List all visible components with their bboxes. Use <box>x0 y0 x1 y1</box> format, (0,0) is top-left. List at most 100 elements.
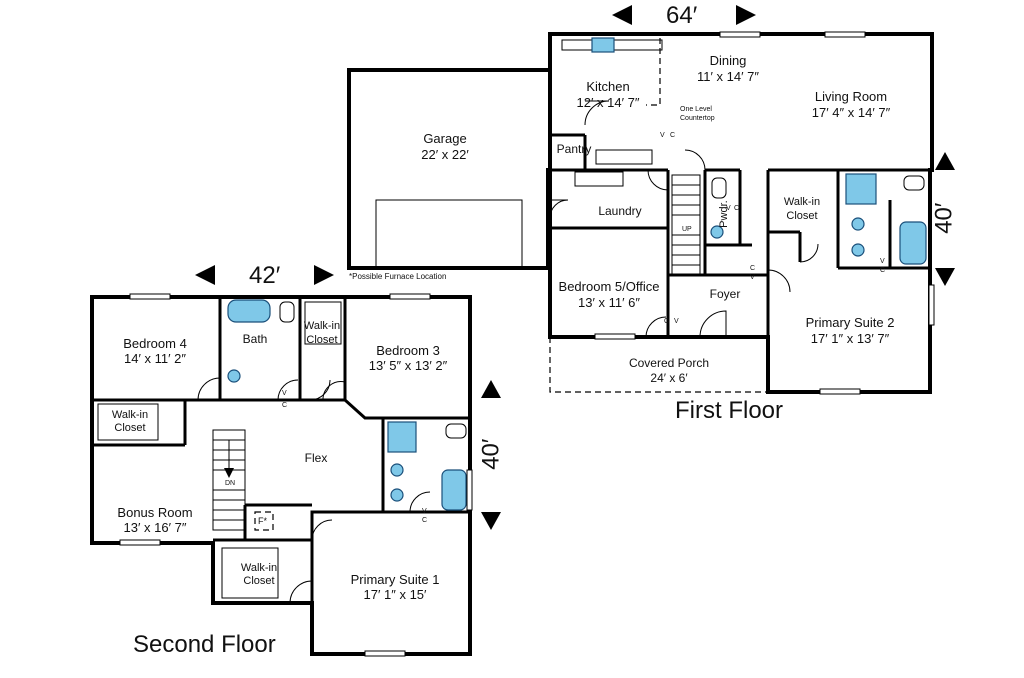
arrow-up-icon <box>481 380 501 398</box>
room-size: 14′ x 11′ 2″ <box>124 351 186 366</box>
covered-porch-outline <box>549 336 769 393</box>
room-name: Foyer <box>709 287 741 301</box>
bathtub-icon <box>899 221 927 265</box>
room-name: Pwdr. <box>717 200 730 228</box>
arrow-left-icon <box>195 265 215 285</box>
door-icon <box>799 243 819 263</box>
second-floor-depth-dimension: 40′ <box>477 438 505 470</box>
vc-mark: V <box>660 132 665 139</box>
arrow-left-icon <box>612 5 632 25</box>
kitchen-sink-icon <box>591 37 615 53</box>
front-door-icon <box>699 310 727 338</box>
vc-mark: V <box>674 318 679 325</box>
door-icon <box>277 379 299 401</box>
vc-mark: C <box>750 265 756 272</box>
vc-mark: C <box>670 132 676 139</box>
first-floor-stairs <box>671 174 701 276</box>
room-name: Dining <box>709 53 747 68</box>
vc-mark: C <box>282 402 288 409</box>
door-icon <box>584 100 610 126</box>
room-size: 13′ 5″ x 13′ 2″ <box>368 358 448 373</box>
closet-shelf <box>304 301 342 345</box>
room-size: 13′ x 16′ 7″ <box>123 520 187 535</box>
sink-icon <box>390 488 404 502</box>
room-name: Primary Suite 2 <box>805 315 895 330</box>
countertop-note: Countertop <box>680 115 715 122</box>
second-floor-width-dimension: 42′ <box>249 262 281 289</box>
vc-mark: C <box>422 517 428 524</box>
room-size: 13′ x 11′ 6″ <box>578 295 640 310</box>
furnace-mark-label: F* <box>258 516 267 526</box>
room-name: Living Room <box>814 89 888 104</box>
arrow-right-icon <box>314 265 334 285</box>
closet-shelf <box>221 547 279 599</box>
door-icon <box>309 379 331 401</box>
door-icon <box>322 381 346 401</box>
window <box>719 31 761 38</box>
window <box>819 388 861 395</box>
shower-icon <box>845 173 877 205</box>
room-name: Primary Suite 1 <box>350 572 440 587</box>
window <box>594 333 636 340</box>
furnace-note: *Possible Furnace Location <box>349 272 447 281</box>
toilet-icon <box>903 175 925 191</box>
first-floor-depth-dimension: 40′ <box>930 202 958 234</box>
bathtub-icon <box>227 299 271 323</box>
window <box>928 284 935 326</box>
toilet-icon <box>711 177 727 199</box>
vc-mark: C <box>664 318 670 325</box>
toilet-icon <box>445 423 467 439</box>
first-floor-width-dimension: 64′ <box>666 2 698 29</box>
room-name: Walk-in <box>303 320 341 332</box>
stair-up-label: UP <box>682 226 692 233</box>
room-name: Bedroom 5/Office <box>558 279 660 294</box>
countertop-note: One Level <box>680 106 712 113</box>
room-name: Bonus Room <box>117 505 193 520</box>
laundry-counter <box>574 171 624 187</box>
window <box>119 539 161 546</box>
vc-mark: V <box>750 274 755 281</box>
arrow-up-icon <box>935 152 955 170</box>
room-name: Pantry <box>556 142 592 156</box>
window <box>824 31 866 38</box>
room-size: 12′ x 14′ 7″ <box>576 95 640 110</box>
window <box>364 650 406 657</box>
countertop-outline <box>646 38 661 106</box>
room-size: 22′ x 22′ <box>421 147 469 162</box>
second-floor-plan <box>90 265 501 657</box>
room-size: 17′ 1″ x 15′ <box>363 587 427 602</box>
first-floor-plan <box>347 5 955 395</box>
sink-icon <box>390 463 404 477</box>
vc-mark: V <box>880 258 885 265</box>
door-icon <box>311 519 333 541</box>
vc-mark: C <box>880 267 886 274</box>
room-name: Closet <box>786 210 818 222</box>
room-name: Walk-in <box>111 409 149 421</box>
room-name: Covered Porch <box>628 356 710 370</box>
room-size: 24′ x 6′ <box>650 371 688 385</box>
room-name: Laundry <box>598 204 642 218</box>
room-name: Bedroom 4 <box>123 336 187 351</box>
door-icon <box>645 316 667 338</box>
vc-mark: V <box>282 390 287 397</box>
second-floor-title: Second Floor <box>133 631 276 658</box>
sink-icon <box>227 369 241 383</box>
arrow-down-icon <box>481 512 501 530</box>
door-icon <box>289 580 313 604</box>
arrow-down-icon <box>935 268 955 286</box>
first-floor-title: First Floor <box>675 397 783 424</box>
sink-icon <box>851 243 865 257</box>
arrow-right-icon <box>736 5 756 25</box>
room-name: Closet <box>306 334 338 346</box>
bathtub-icon <box>441 469 467 511</box>
room-name: Flex <box>304 451 328 465</box>
room-name: Walk-in <box>783 196 821 208</box>
stair-down-label: DN <box>225 480 236 487</box>
wall <box>310 510 383 603</box>
toilet-icon <box>279 301 295 323</box>
second-floor-stairs <box>212 429 246 531</box>
door-icon <box>549 199 569 219</box>
vc-mark: V <box>726 205 731 212</box>
room-size: 17′ 1″ x 13′ 7″ <box>810 331 890 346</box>
